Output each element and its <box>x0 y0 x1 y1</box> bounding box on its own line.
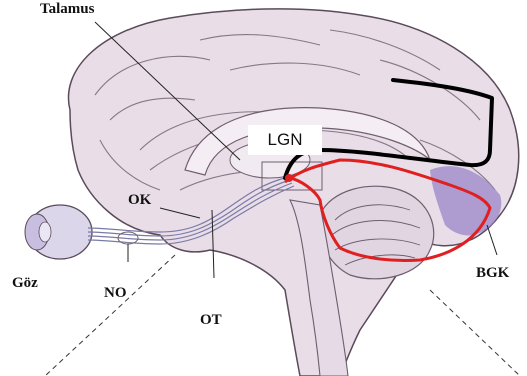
cerebellum <box>319 186 434 279</box>
lgn-label: LGN <box>248 125 322 155</box>
goz-label: Göz <box>12 276 38 291</box>
lgn-dot <box>285 174 293 182</box>
no-label: NO <box>104 286 127 301</box>
eye <box>25 205 92 259</box>
bgk-label: BGK <box>476 266 509 281</box>
ot-label: OT <box>200 313 222 328</box>
ok-label: OK <box>128 193 151 208</box>
talamus-label: Talamus <box>40 2 94 17</box>
